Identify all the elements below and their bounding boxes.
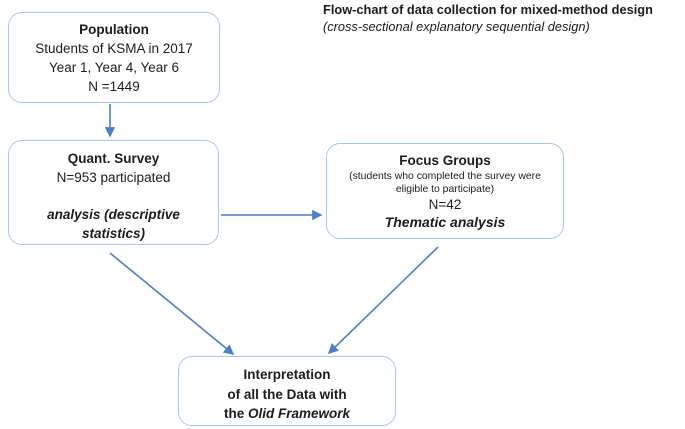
focus-groups-note-line2: eligible to participate) — [395, 184, 495, 195]
focus-groups-analysis: Thematic analysis — [384, 214, 506, 230]
population-line-students: Students of KSMA in 2017 — [35, 41, 193, 56]
interpretation-line3-framework: Olid Framework — [247, 406, 351, 421]
interpretation-box: Interpretation of all the Data with the … — [178, 356, 396, 426]
chart-title-block: Flow-chart of data collection for mixed-… — [323, 1, 685, 35]
quant-survey-analysis-line1: analysis (descriptive — [47, 207, 180, 222]
interpretation-line2: of all the Data with — [227, 386, 347, 402]
focus-groups-box: Focus Groups (students who completed the… — [326, 143, 564, 239]
arrow-survey-to-interpretation — [109, 252, 235, 355]
arrow-focus-groups-to-interpretation — [327, 246, 439, 355]
chart-subtitle: (cross-sectional explanatory sequential … — [323, 19, 590, 34]
focus-groups-title: Focus Groups — [399, 153, 491, 168]
chart-title: Flow-chart of data collection for mixed-… — [323, 2, 653, 17]
population-line-n: N =1449 — [88, 79, 140, 94]
quant-survey-box: Quant. Survey N=953 participated analysi… — [8, 140, 219, 245]
interpretation-line3-prefix: the — [223, 406, 248, 421]
quant-survey-analysis-line2: statistics) — [81, 226, 146, 241]
population-title: Population — [79, 22, 149, 37]
focus-groups-note-line1: (students who completed the survey were — [349, 171, 541, 182]
quant-survey-title: Quant. Survey — [67, 151, 160, 166]
quant-survey-line-n: N=953 participated — [56, 170, 171, 185]
population-box: Population Students of KSMA in 2017 Year… — [8, 12, 220, 103]
population-line-years: Year 1, Year 4, Year 6 — [48, 60, 180, 75]
interpretation-line1: Interpretation — [243, 367, 331, 382]
focus-groups-line-n: N=42 — [428, 197, 462, 212]
interpretation-line3: the Olid Framework — [179, 404, 395, 424]
